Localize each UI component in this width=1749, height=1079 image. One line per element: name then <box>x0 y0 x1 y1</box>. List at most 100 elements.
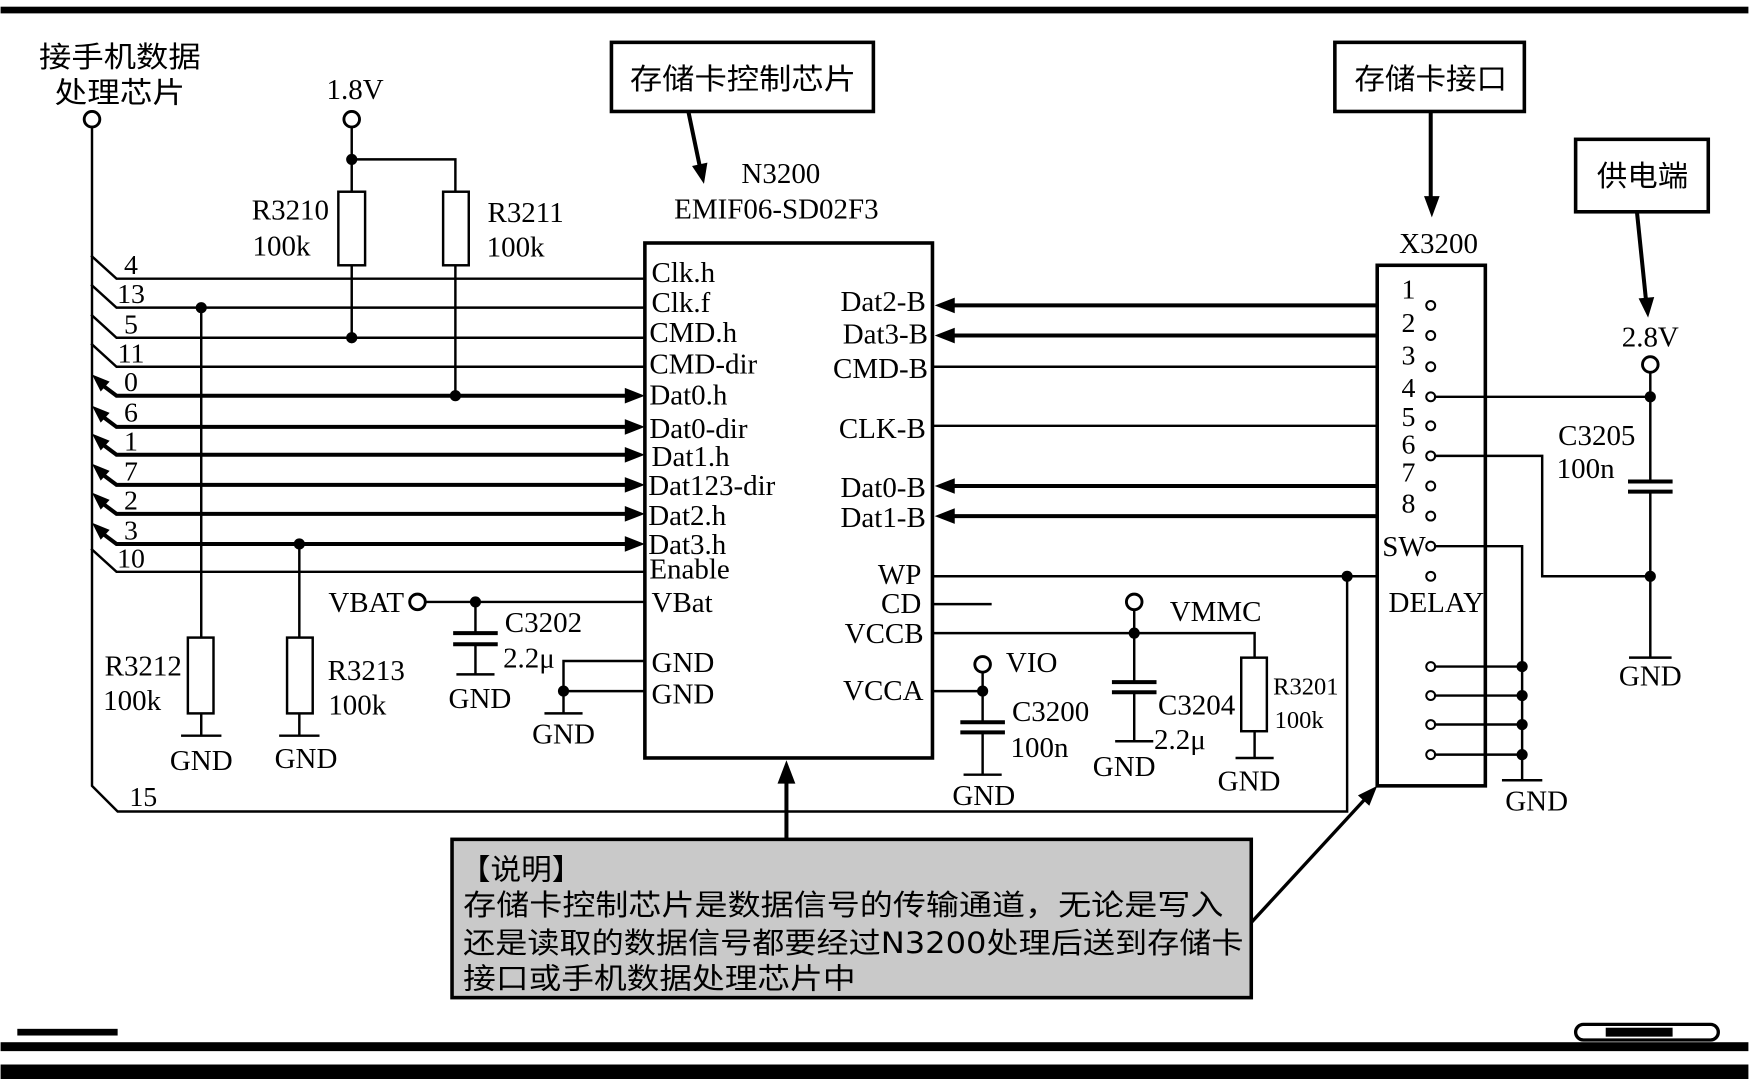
r3211-value: 100k <box>487 231 545 263</box>
connector-pin <box>1425 299 1437 311</box>
connector-pin <box>1425 391 1437 403</box>
bus-pin-label: 7 <box>124 456 138 487</box>
chip-right-pin: Dat3-B <box>843 318 928 350</box>
chip-left-pin: GND <box>652 678 715 710</box>
connector-pin-label: 5 <box>1401 402 1415 433</box>
junction-dot <box>293 538 305 550</box>
bus-row-0 <box>101 384 628 398</box>
bus-row-10 <box>90 547 647 574</box>
connector-pin <box>1425 749 1437 761</box>
chip-left-pin: Dat1.h <box>652 441 731 473</box>
bus-row-5 <box>90 313 647 339</box>
callout-box <box>609 40 876 114</box>
callout-controller: 存储卡控制芯片 <box>609 40 876 184</box>
connector-pin-label: 8 <box>1401 489 1415 520</box>
resistor-r3201 <box>1240 656 1269 733</box>
bus-pin-label: 2 <box>124 485 138 516</box>
bus-pin-label: 13 <box>117 279 145 310</box>
chip-right-pin: CD <box>881 588 921 620</box>
source-label-line1: 接手机数据 <box>39 40 201 74</box>
chip-left-pin: Dat0-dir <box>649 413 747 445</box>
arrow-head <box>624 446 645 463</box>
arrow-head <box>1638 297 1655 318</box>
bus-row-11 <box>90 342 647 368</box>
chip-left-pin: Dat2.h <box>648 500 727 532</box>
chip-left-pin: Dat123-dir <box>648 470 775 502</box>
source-label-line2: 处理芯片 <box>55 76 185 110</box>
resistor-r3212 <box>186 636 215 715</box>
c3204-ref: C3204 <box>1158 690 1236 722</box>
junction-dot <box>469 596 482 608</box>
r3201-value: 100k <box>1275 707 1325 734</box>
arrow-head <box>934 508 955 524</box>
note-heading: 【说明】 <box>460 852 583 886</box>
vbat-supply: VBAT C3202 2.2μ GND <box>328 587 647 715</box>
connector-pin-label: 7 <box>1401 458 1415 489</box>
chip-ref: N3200 <box>741 158 820 190</box>
junction-dot <box>1128 627 1140 639</box>
chip-body <box>643 241 935 760</box>
junction-dot <box>557 685 570 697</box>
note-line: 还是读取的数据信号都要经过N3200处理后送到存储卡 <box>463 926 1243 960</box>
r3213-ref: R3213 <box>328 655 405 687</box>
callout-arrow <box>686 111 702 166</box>
bus-row-13 <box>90 283 647 309</box>
chip-left-pin: CMD-dir <box>649 348 757 380</box>
arrow-head <box>92 374 110 392</box>
arrow-head <box>692 162 708 184</box>
connector-pin <box>1425 450 1437 462</box>
connector-pin <box>1425 540 1437 552</box>
supply-2v8: 2.8V C3205 100n GND <box>1433 322 1682 693</box>
wire <box>279 542 320 737</box>
bus-pin-label: 11 <box>118 338 145 369</box>
junction-dot <box>1644 391 1656 403</box>
junction-dot <box>1516 689 1528 702</box>
chip-right-pin: CMD-B <box>833 353 928 385</box>
junction-dot <box>346 153 358 165</box>
bus-pin-label: 15 <box>129 782 157 813</box>
junction-dot <box>449 390 461 402</box>
callout-box <box>1573 137 1711 214</box>
junction-dot <box>346 332 358 344</box>
gnd-label: GND <box>170 745 233 777</box>
junction-dot <box>1341 570 1353 582</box>
capacitor-c3204 <box>1111 680 1157 695</box>
arrow-head <box>624 387 645 404</box>
callout-controller-label: 存储卡控制芯片 <box>630 62 856 96</box>
connector-ref: X3200 <box>1399 228 1478 260</box>
chip-left-pin: GND <box>652 647 715 679</box>
chip-left-pin: Dat0.h <box>649 380 728 412</box>
arrow-head <box>1424 196 1440 218</box>
note-background <box>450 837 1254 1000</box>
arrow-head <box>92 492 110 510</box>
chip-left-pin: Enable <box>649 554 729 586</box>
arrow-head <box>624 506 645 522</box>
note-line: 存储卡控制芯片是数据信号的传输通道，无论是写入 <box>463 888 1223 922</box>
wire <box>931 670 1002 776</box>
note-arrow-to-connector <box>1244 798 1366 930</box>
bus-row-4 <box>90 254 647 280</box>
arrow-head <box>92 433 110 451</box>
bus-pin-label: 6 <box>124 397 138 428</box>
bus-trunk <box>90 125 1349 813</box>
chip-part-number: EMIF06-SD02F3 <box>674 193 878 225</box>
arrow-head <box>1357 785 1378 806</box>
arrow-head <box>624 536 645 552</box>
bus-pin-label: 4 <box>124 250 138 281</box>
connector-pin <box>1425 330 1437 341</box>
c3200-value: 100n <box>1011 732 1069 764</box>
c3202-ref: C3202 <box>505 607 582 639</box>
arrow-head <box>92 522 110 540</box>
bus-data-rows <box>92 374 645 552</box>
resistor-r3211 <box>441 190 470 267</box>
vmmc-label: VMMC <box>1170 596 1262 628</box>
wire <box>931 608 1274 760</box>
callout-interface: 存储卡接口 <box>1333 40 1527 218</box>
arrow-head <box>624 477 645 493</box>
vbat-label: VBAT <box>328 587 404 619</box>
vmmc-terminal <box>1124 592 1144 612</box>
callout-power: 供电端 <box>1573 137 1711 318</box>
connector-pin <box>1425 361 1437 373</box>
card-signals <box>931 297 1428 606</box>
